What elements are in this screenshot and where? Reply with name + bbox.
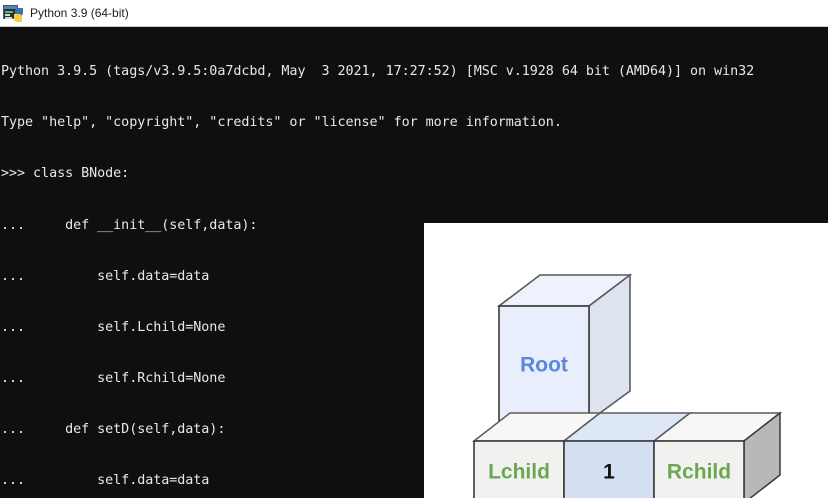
console-line: ... def setD(self,data): [1,422,226,438]
console-line: Python 3.9.5 (tags/v3.9.5:0a7dcbd, May 3… [1,64,755,80]
window-titlebar: Python 3.9 (64-bit) [0,0,828,27]
rchild-box-label: Rchild [667,461,731,484]
console-line: ... self.data=data [1,268,210,284]
python-console-icon [3,3,23,23]
node-box-front-face [563,440,655,498]
child-row-top-faces [471,412,783,442]
binary-node-diagram-panel: Root Lchild 1 [424,223,828,498]
lchild-box-label: Lchild [488,461,550,484]
lchild-box: Lchild [473,440,565,498]
icon-text-line-2 [5,14,10,16]
icon-python-blue-snake [15,8,23,16]
node-box: 1 [563,440,655,498]
root-box: Root [496,273,633,423]
window-title: Python 3.9 (64-bit) [30,6,129,20]
rchild-box: Rchild [653,440,745,498]
console-line: ... self.data=data [1,473,210,489]
icon-text-line-3 [5,17,12,19]
binary-node-diagram: Root Lchild 1 [471,273,783,498]
icon-python-yellow-snake [14,14,22,22]
root-box-front-face [498,305,590,422]
console-line: ... def __init__(self,data): [1,217,258,233]
node-box-value-label: 1 [603,461,615,484]
root-box-label: Root [520,354,568,377]
console-line: >>> class BNode: [1,166,130,182]
lchild-box-front-face [473,440,565,498]
console-line: ... self.Lchild=None [1,319,226,335]
console-line: Type "help", "copyright", "credits" or "… [1,115,562,131]
icon-text-line-1 [5,11,13,13]
rchild-box-front-face [653,440,745,498]
console-line: ... self.Rchild=None [1,370,226,386]
icon-window-titlebar-shape [4,6,17,9]
